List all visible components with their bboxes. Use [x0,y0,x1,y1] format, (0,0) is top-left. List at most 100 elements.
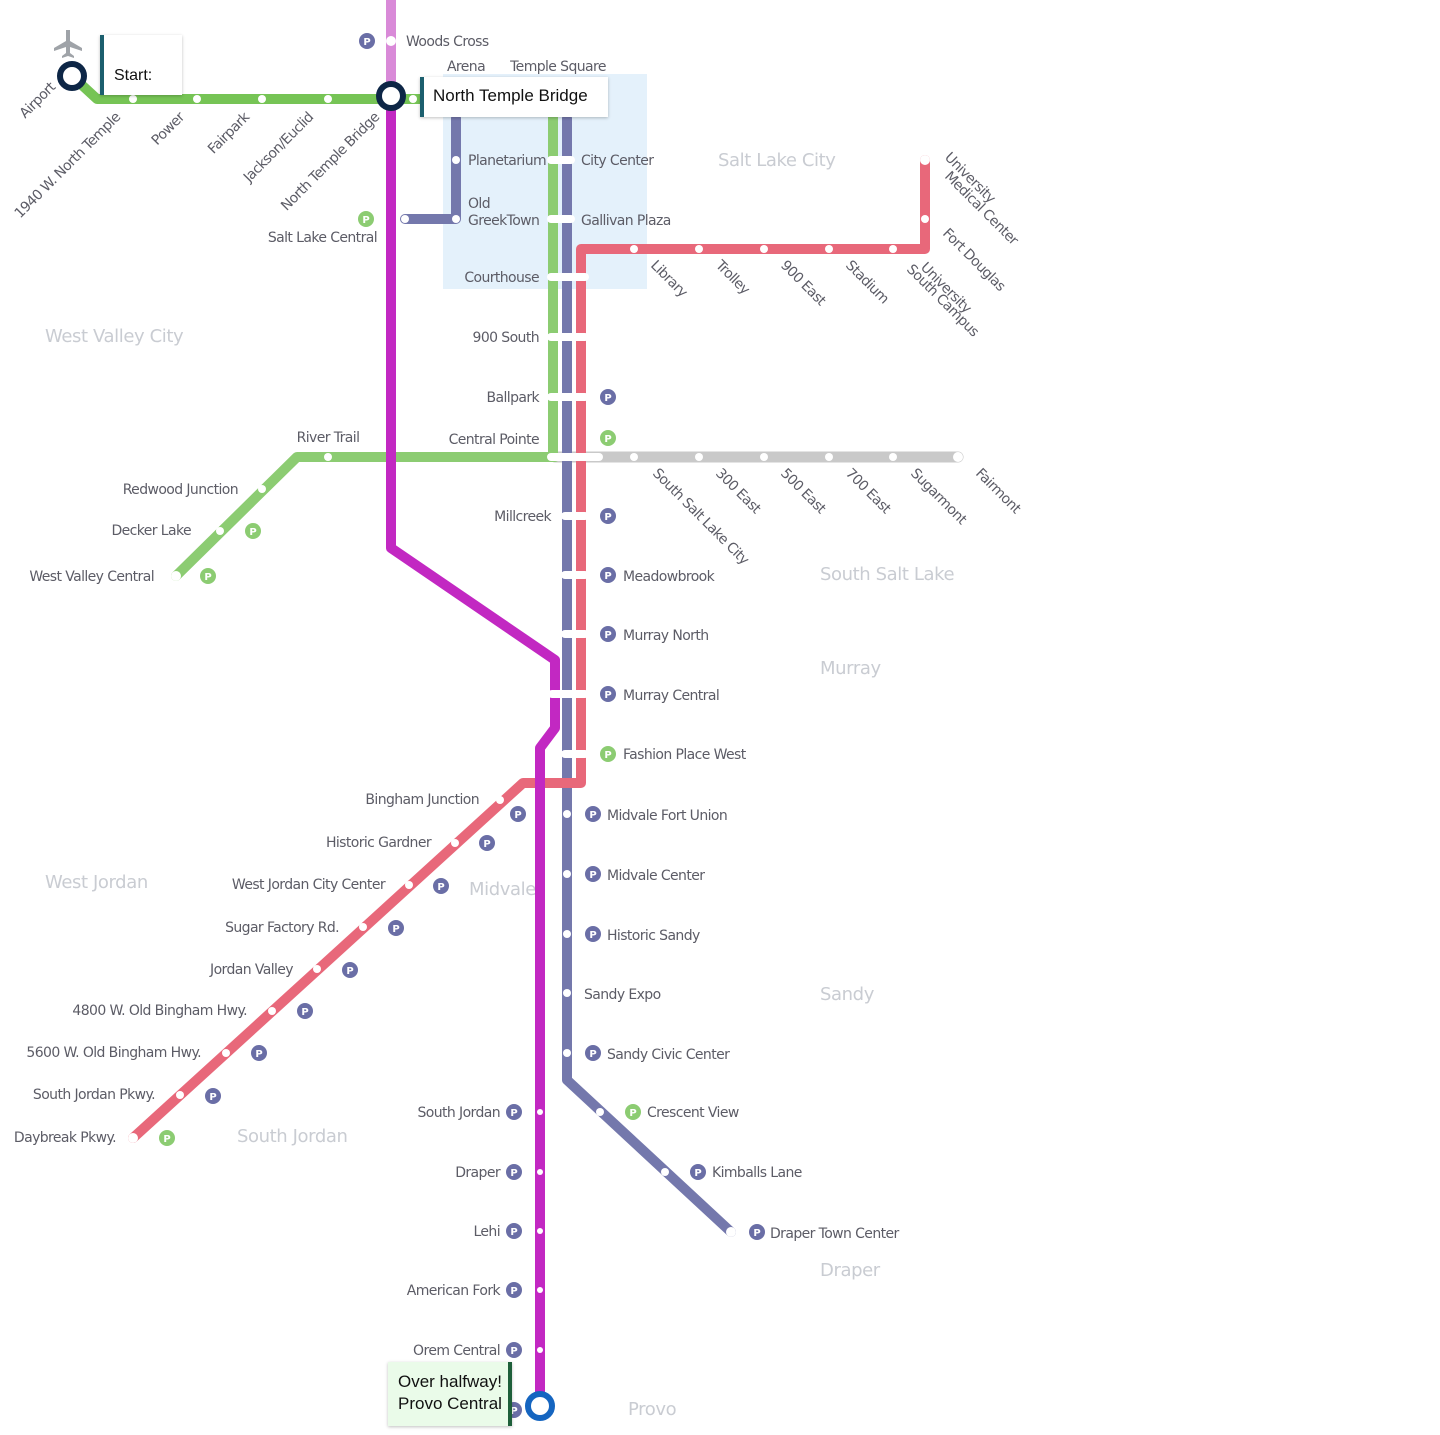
svg-text:P: P [694,1168,701,1179]
label-sugar-factory-rd: Sugar Factory Rd. [225,920,339,936]
parking-icon: P [585,806,601,822]
station-dot [825,453,833,461]
station-dot [128,1133,138,1143]
parking-icon: P [600,389,616,405]
parking-icon: P [600,686,616,702]
shared-station-pills [547,156,603,758]
label-lehi: Lehi [473,1224,500,1240]
label-temple-square: Temple Square [509,59,606,75]
label-historic-sandy: Historic Sandy [607,928,700,944]
station-dot [695,453,703,461]
svg-text:P: P [255,1049,262,1060]
start-marker-icon[interactable] [57,61,87,91]
svg-text:P: P [604,571,611,582]
svg-text:P: P [437,882,444,893]
station-dot [630,453,638,461]
city-salt-lake-city: Salt Lake City [718,150,836,171]
label-fairpark: Fairpark [205,108,254,157]
svg-text:P: P [604,690,611,701]
label-kimballs-lane: Kimballs Lane [712,1165,802,1181]
label-library: Library [647,258,690,301]
label-sandy-expo: Sandy Expo [584,987,661,1003]
airplane-icon [54,30,82,58]
current-station-callout: North Temple Bridge [420,77,608,117]
city-provo: Provo [628,1399,677,1420]
city-draper: Draper [820,1260,881,1281]
svg-text:P: P [510,1406,517,1417]
current-station-label: North Temple Bridge [433,86,588,105]
station-dot [386,36,396,46]
svg-text:P: P [604,393,611,404]
current-station-marker-icon[interactable] [376,81,406,111]
parking-icon: P [600,567,616,583]
svg-text:P: P [392,924,399,935]
label-meadowbrook: Meadowbrook [623,569,716,585]
label-historic-gardner: Historic Gardner [326,835,432,851]
parking-icon: P [200,568,216,584]
parking-icon: P [506,1342,522,1358]
label-900-east: 900 East [777,258,829,310]
city-murray: Murray [820,658,881,679]
svg-text:P: P [204,572,211,583]
svg-text:P: P [604,630,611,641]
station-dot [359,923,367,931]
label-900-south: 900 South [473,330,539,346]
city-west-valley-city: West Valley City [45,326,184,347]
label-decker-lake: Decker Lake [111,523,191,539]
station-dot [889,245,897,253]
station-dot [216,527,224,535]
label-crescent-view: Crescent View [647,1105,739,1121]
city-midvale: Midvale [469,879,536,900]
svg-text:P: P [483,839,490,850]
station-dot [193,95,201,103]
station-dot [313,965,321,973]
station-pill [547,453,603,461]
label-daybreak-pkwy: Daybreak Pkwy. [14,1130,116,1146]
parking-icon: P [433,878,449,894]
svg-text:P: P [604,750,611,761]
svg-text:P: P [589,870,596,881]
station-dot [760,453,768,461]
progress-line-2: Provo Central [398,1394,502,1413]
label-west-jordan-city-center: West Jordan City Center [232,877,386,893]
progress-marker-icon[interactable] [525,1391,555,1421]
station-labels: Woods Cross Arena Temple Square Planetar… [14,34,900,1359]
station-dot [563,1049,571,1057]
parking-icon: P [388,920,404,936]
station-dot [176,1091,184,1099]
blue-line-main [562,113,736,1237]
parking-icon: P [297,1003,313,1019]
parking-icon: P [600,746,616,762]
station-dot [630,245,638,253]
svg-text:P: P [514,810,521,821]
station-dot [825,245,833,253]
parking-icon: P [479,835,495,851]
label-300-east: 300 East [712,466,764,518]
station-dot [452,215,460,223]
label-draper: Draper [455,1165,501,1181]
route-markers [57,61,555,1421]
station-dot [537,1169,543,1175]
station-dot [695,245,703,253]
parking-icons: P P P P P P P P P P P P P P P P P P P P … [159,33,765,1418]
station-dot [537,1228,543,1234]
label-sugarmont: Sugarmont [907,466,970,529]
label-courthouse: Courthouse [464,270,539,286]
svg-text:P: P [346,966,353,977]
frontrunner-line [386,91,560,1411]
station-pill [547,333,589,341]
label-central-pointe: Central Pointe [449,432,539,448]
svg-text:P: P [249,527,256,538]
station-dot [401,215,409,223]
parking-icon: P [585,926,601,942]
label-trolley: Trolley [711,257,752,298]
station-dot [921,215,929,223]
label-1940-w-north-temple: 1940 W. North Temple [12,110,124,222]
station-dot [324,95,332,103]
station-dot [537,1287,543,1293]
station-dot [537,1109,543,1115]
start-callout: Start: [100,35,182,95]
svg-text:P: P [629,1108,636,1119]
label-fashion-place-west: Fashion Place West [623,747,747,763]
